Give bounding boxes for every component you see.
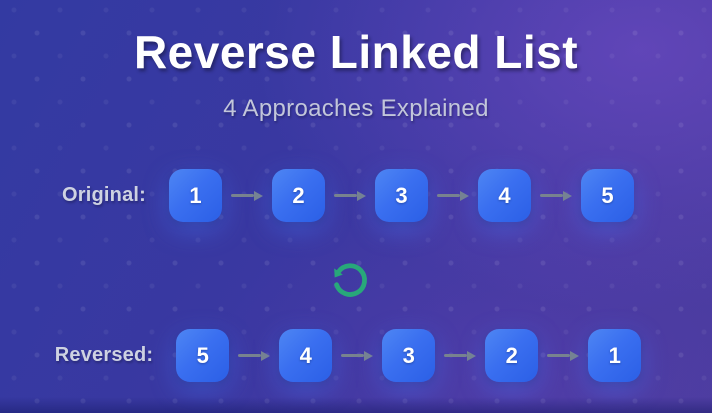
list-node: 4 [478, 169, 532, 222]
arrow-shaft [238, 354, 262, 357]
arrow-shaft [341, 354, 365, 357]
list-node: 3 [382, 329, 436, 382]
arrow-head [254, 190, 264, 201]
arrow-shaft [437, 194, 461, 197]
arrow-shaft [444, 354, 468, 357]
list-node: 1 [169, 169, 223, 222]
arrow-right-icon [238, 350, 271, 361]
list-node: 5 [581, 169, 635, 222]
reversed-label: Reversed: [54, 344, 154, 366]
list-node: 1 [588, 329, 642, 382]
arrow-head [357, 190, 367, 201]
arrow-head [467, 350, 477, 361]
arrow-head [570, 350, 580, 361]
arrow-right-icon [540, 190, 573, 201]
arrow-head [261, 350, 271, 361]
list-node: 4 [279, 329, 333, 382]
arrow-head [460, 190, 470, 201]
arrow-head [364, 350, 374, 361]
list-node: 3 [375, 169, 429, 222]
original-label: Original: [61, 184, 147, 206]
page-title: Reverse Linked List [133, 26, 579, 78]
arrow-right-icon [437, 190, 470, 201]
arrow-right-icon [547, 350, 580, 361]
arrow-right-icon [334, 190, 367, 201]
arrow-shaft [540, 194, 564, 197]
arrow-shaft [547, 354, 571, 357]
rotate-ccw-icon [327, 255, 373, 301]
arrow-right-icon [231, 190, 264, 201]
arrow-right-icon [444, 350, 477, 361]
arrow-head [563, 190, 573, 201]
list-node: 5 [176, 329, 230, 382]
arrow-right-icon [341, 350, 374, 361]
list-node: 2 [272, 169, 326, 222]
arrow-shaft [334, 194, 358, 197]
page-subtitle: 4 Approaches Explained [223, 95, 489, 122]
arrow-shaft [231, 194, 255, 197]
list-node: 2 [485, 329, 539, 382]
